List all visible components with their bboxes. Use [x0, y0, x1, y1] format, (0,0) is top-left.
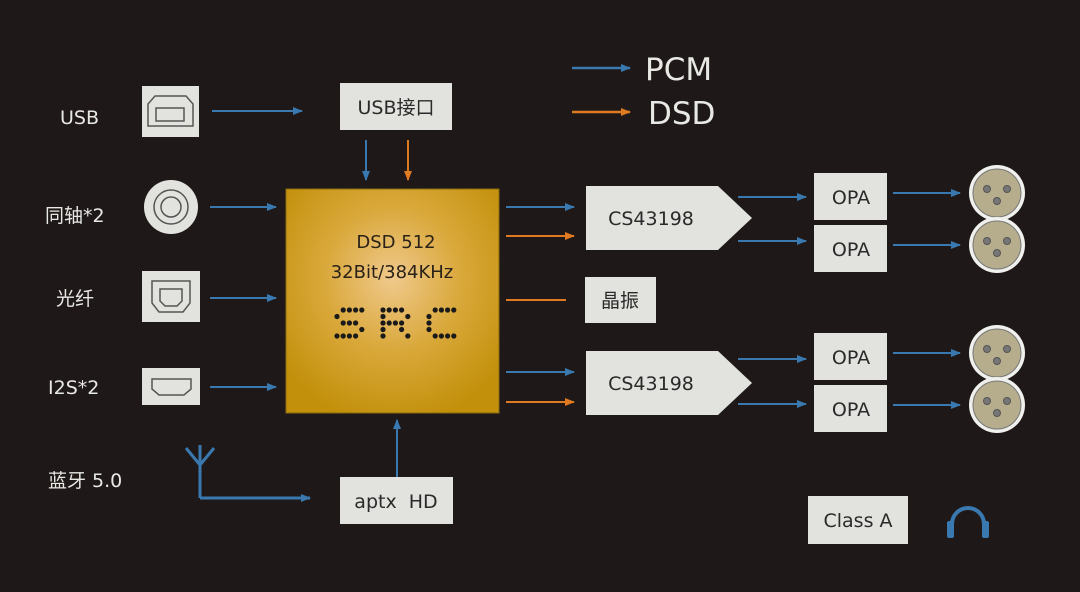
headphones-icon [947, 506, 989, 538]
opa-box [814, 333, 887, 380]
logo-dot [432, 333, 438, 339]
logo-dot [353, 307, 359, 313]
dac2-label: CS43198 [608, 373, 694, 395]
opa-label: OPA [832, 347, 870, 369]
opa-channel: OPA [814, 377, 1025, 433]
logo-dot [346, 320, 352, 326]
opa-label: OPA [832, 399, 870, 421]
opa-channel: OPA [814, 165, 1025, 221]
logo-dot [380, 313, 386, 320]
i2s-label: I2S*2 [48, 377, 99, 399]
xlr-connector-icon [969, 377, 1025, 433]
logo-dot [380, 326, 386, 333]
chip-line1: DSD 512 [356, 232, 435, 253]
logo-dot [445, 333, 451, 339]
logo-dot [340, 320, 346, 326]
opa-box [814, 173, 887, 220]
logo-dot [399, 320, 405, 326]
logo-dot [399, 307, 405, 313]
logo-dot [405, 313, 411, 320]
class-a-label: Class A [823, 510, 892, 532]
bluetooth-label: 蓝牙 5.0 [48, 470, 122, 492]
dac1-label: CS43198 [608, 208, 694, 230]
usb-label: USB [60, 107, 99, 129]
logo-dot [353, 320, 359, 326]
optical-label: 光纤 [56, 288, 94, 310]
logo-dot [340, 333, 346, 339]
logo-dot [451, 307, 457, 313]
logo-dot [451, 333, 457, 339]
crystal-box [585, 277, 656, 323]
opa-label: OPA [832, 187, 870, 209]
logo-dot [405, 333, 411, 339]
coaxial-port-icon [144, 180, 198, 234]
logo-dot [392, 320, 398, 326]
aptx-label: aptx HD [354, 491, 437, 513]
xlr-connector-icon [969, 165, 1025, 221]
aptx-box [340, 477, 453, 524]
dac2-block [586, 351, 752, 415]
opa-label: OPA [832, 239, 870, 261]
logo-dot [334, 333, 340, 339]
logo-dot [346, 307, 352, 313]
logo-dot [392, 307, 398, 313]
usb-interface-box [340, 83, 452, 130]
crystal-label: 晶振 [601, 290, 639, 312]
legend-dsd-label: DSD [648, 96, 715, 132]
logo-dot [426, 313, 432, 320]
src-chip: DSD 512 32Bit/384KHz [285, 188, 500, 414]
legend-pcm-label: PCM [645, 52, 712, 88]
dac1-block [586, 186, 752, 250]
logo-dot [426, 320, 432, 326]
optical-port-icon [142, 271, 200, 322]
logo-dot [386, 320, 392, 326]
antenna-icon [184, 445, 216, 498]
logo-dot [438, 333, 444, 339]
logo-dot [380, 320, 386, 326]
logo-dot [353, 333, 359, 339]
logo-dot [438, 307, 444, 313]
src-dot-matrix-logo [334, 307, 457, 339]
logo-dot [380, 333, 386, 339]
usb-interface-label: USB接口 [357, 97, 434, 119]
class-a-box [808, 496, 908, 544]
logo-dot [340, 307, 346, 313]
opa-channel: OPA [814, 217, 1025, 273]
opa-channel: OPA [814, 325, 1025, 381]
xlr-connector-icon [969, 217, 1025, 273]
logo-dot [432, 307, 438, 313]
logo-dot [359, 326, 365, 333]
usb-b-port-icon [142, 86, 199, 137]
opa-box [814, 385, 887, 432]
chip-line2: 32Bit/384KHz [331, 262, 454, 283]
logo-dot [426, 326, 432, 333]
coax-label: 同轴*2 [45, 205, 105, 227]
legend-pcm: PCM [572, 52, 712, 88]
logo-dot [380, 307, 386, 313]
legend-dsd: DSD [572, 96, 715, 132]
logo-dot [359, 307, 365, 313]
hdmi-port-icon [142, 368, 200, 405]
logo-dot [346, 333, 352, 339]
logo-dot [334, 313, 340, 320]
logo-dot [386, 307, 392, 313]
opa-box [814, 225, 887, 272]
logo-dot [399, 326, 405, 333]
xlr-connector-icon [969, 325, 1025, 381]
logo-dot [445, 307, 451, 313]
